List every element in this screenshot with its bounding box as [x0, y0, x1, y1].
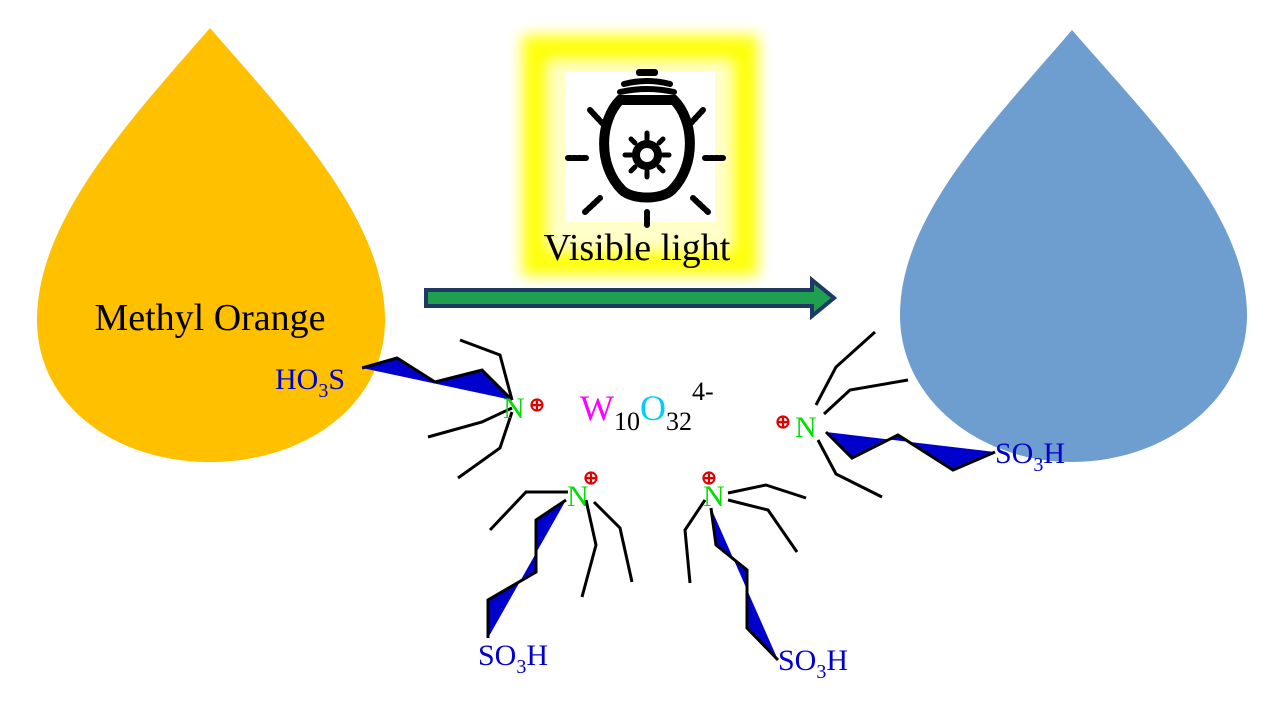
cation-4-arm-1 [814, 330, 877, 406]
cation-4-arm-sulfonate [824, 430, 996, 472]
oxygen-subscript: 32 [666, 407, 692, 436]
cation-2: N ⊕ SO3H [478, 468, 634, 678]
cation-1-arm-4 [457, 411, 514, 480]
cation-4: N ⊕ SO3H [775, 330, 1065, 499]
cation-3: N ⊕ SO3H [683, 468, 848, 683]
cation-3-arm-sulfonate [709, 507, 780, 662]
cation-1: N ⊕ HO3S [275, 338, 545, 480]
methyl-orange-label: Methyl Orange [94, 297, 325, 339]
tungsten-symbol: W [580, 388, 614, 428]
cation-2-arm-sulfonate [486, 498, 567, 638]
reaction-arrow [424, 275, 838, 321]
cation-2-nitrogen: N [567, 480, 589, 513]
cation-2-sulfonate: SO3H [478, 639, 548, 678]
light-bulb-icon [565, 69, 728, 228]
catalyst-charge: 4- [692, 377, 714, 406]
cation-4-arm-4 [816, 439, 883, 499]
cation-1-charge: ⊕ [529, 395, 545, 416]
cation-1-sulfonate: HO3S [275, 363, 345, 402]
cation-1-nitrogen: N [503, 392, 525, 425]
cation-3-charge: ⊕ [701, 468, 717, 489]
visible-light-label: Visible light [544, 227, 731, 269]
cation-1-arm-1 [459, 338, 514, 401]
cation-2-charge: ⊕ [583, 468, 599, 489]
cation-4-nitrogen: N [795, 411, 817, 444]
tungsten-subscript: 10 [614, 407, 640, 436]
cation-3-arm-1 [683, 499, 707, 584]
oxygen-symbol: O [640, 388, 666, 428]
cation-4-charge: ⊕ [775, 412, 791, 433]
cation-2-arm-3 [580, 499, 598, 598]
cation-2-arm-4 [592, 500, 634, 583]
cation-3-sulfonate: SO3H [778, 644, 848, 683]
cation-4-arm-2 [822, 378, 909, 416]
cation-4-sulfonate: SO3H [995, 437, 1065, 476]
catalyst-formula: W10O324- [580, 377, 714, 436]
cation-1-arm-sulfonate [361, 356, 514, 402]
decolorized-drop [900, 30, 1247, 462]
cation-3-arm-4 [727, 498, 799, 553]
methyl-orange-drop [37, 28, 385, 462]
cation-3-arm-3 [727, 483, 807, 500]
cation-2-arm-1 [488, 490, 568, 532]
cation-3-nitrogen: N [703, 480, 725, 513]
cation-1-arm-3 [427, 406, 513, 439]
